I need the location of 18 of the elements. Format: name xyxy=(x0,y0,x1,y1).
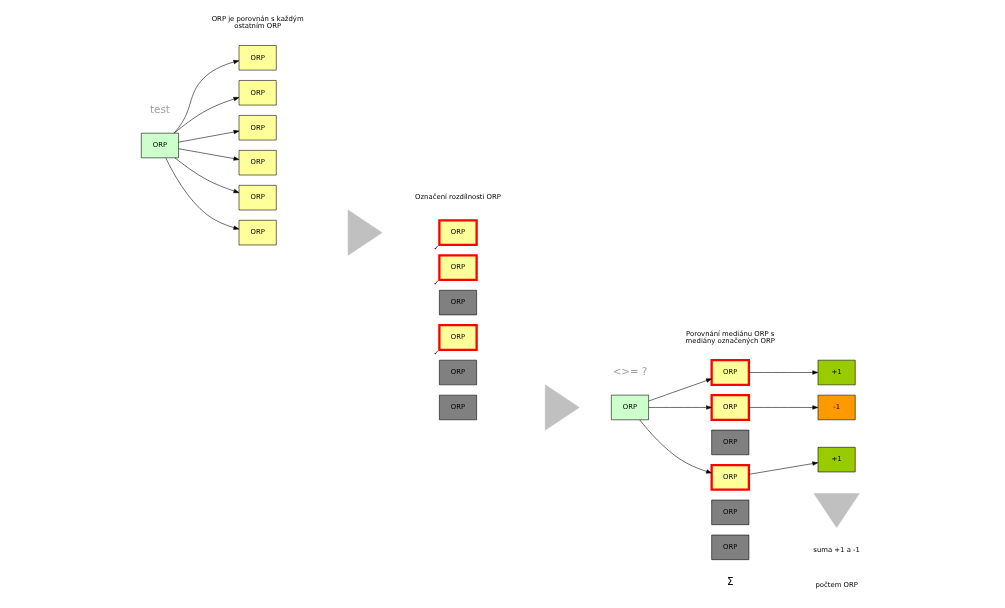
arrow xyxy=(647,405,712,410)
arrow xyxy=(647,378,712,402)
node-triangle xyxy=(347,209,382,256)
arrow xyxy=(177,148,239,161)
label: <>= ? xyxy=(612,365,647,378)
arrow xyxy=(748,370,818,375)
arrow xyxy=(177,129,239,143)
arrow xyxy=(173,59,239,134)
node-triangle xyxy=(813,493,860,528)
arrow xyxy=(173,97,239,134)
label: Σ xyxy=(726,574,734,587)
arrow xyxy=(639,419,712,474)
arrow xyxy=(748,405,818,410)
arrow xyxy=(748,461,818,475)
label: test xyxy=(149,103,170,116)
arrow xyxy=(165,157,239,230)
arrow xyxy=(174,157,239,194)
node-triangle xyxy=(544,384,580,431)
